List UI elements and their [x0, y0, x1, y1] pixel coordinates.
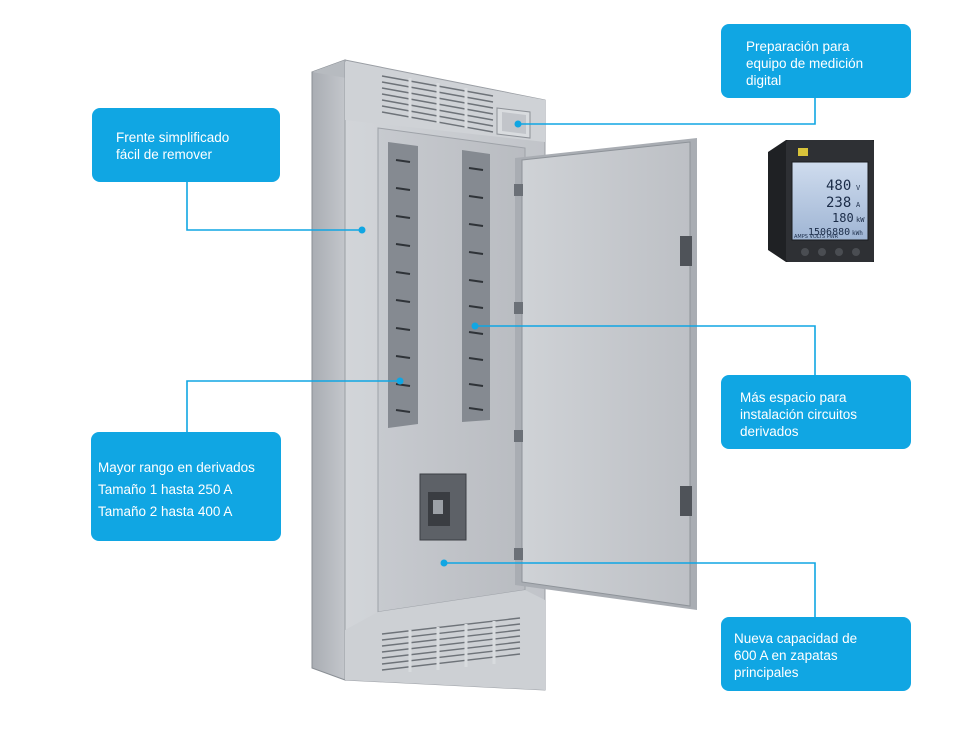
meter-unit-3: kW [856, 216, 865, 224]
callout-text: Frente simplificado [116, 130, 230, 145]
breaker-strip-right [462, 150, 490, 422]
meter-preparation-box [496, 107, 531, 139]
callout-text: digital [746, 73, 782, 88]
callout-mayor-rango: Mayor rango en derivados Tamaño 1 hasta … [91, 432, 281, 541]
callout-text: derivados [740, 424, 799, 439]
meter-unit-2: A [856, 201, 861, 209]
bottom-vent-louvers [381, 617, 521, 671]
callout-text: Más espacio para [740, 390, 847, 405]
meter-reading-4: 1506880 [808, 227, 850, 238]
bottom-vent-panel [345, 590, 545, 690]
callout-text: principales [734, 665, 799, 680]
meter-reading-2: 238 [826, 195, 851, 211]
callout-text: equipo de medición [746, 56, 864, 71]
top-vent-dividers [408, 78, 468, 128]
callout-text: Nueva capacidad de [734, 631, 858, 646]
callout-text: fácil de remover [116, 147, 213, 162]
bottom-vent-dividers [408, 621, 496, 672]
callout-text: Tamaño 1 hasta 250 A [98, 482, 233, 497]
open-door [514, 138, 697, 610]
leader-lines [186, 98, 816, 617]
meter-footer-labels: AMPS VOLTS PWR [794, 234, 839, 240]
cabinet-side [311, 59, 346, 681]
breaker-strip-left [388, 142, 418, 428]
callout-mas-espacio: Más espacio para instalación circuitos d… [721, 375, 911, 449]
callout-text: Tamaño 2 hasta 400 A [98, 504, 233, 519]
meter-reading-1: 480 [826, 178, 851, 194]
callout-frente-simplificado: Frente simplificado fácil de remover [92, 108, 280, 182]
meter-unit-4: kWh [852, 230, 863, 237]
top-vent-panel [345, 62, 545, 142]
callout-text: 600 A en zapatas [734, 648, 838, 663]
main-breaker [419, 473, 467, 541]
callout-text: Preparación para [746, 39, 850, 54]
callout-text: instalación circuitos [740, 407, 858, 422]
callout-preparacion-medicion: Preparación para equipo de medición digi… [721, 24, 911, 98]
callout-text: Mayor rango en derivados [98, 460, 255, 475]
digital-power-meter: 480 V 238 A 180 kW 1506880 kWh AMPS VOLT… [768, 140, 874, 262]
meter-reading-3: 180 [832, 211, 854, 225]
meter-unit-1: V [856, 184, 861, 192]
callout-nueva-capacidad: Nueva capacidad de 600 A en zapatas prin… [721, 617, 911, 691]
leader-dots [358, 120, 522, 567]
